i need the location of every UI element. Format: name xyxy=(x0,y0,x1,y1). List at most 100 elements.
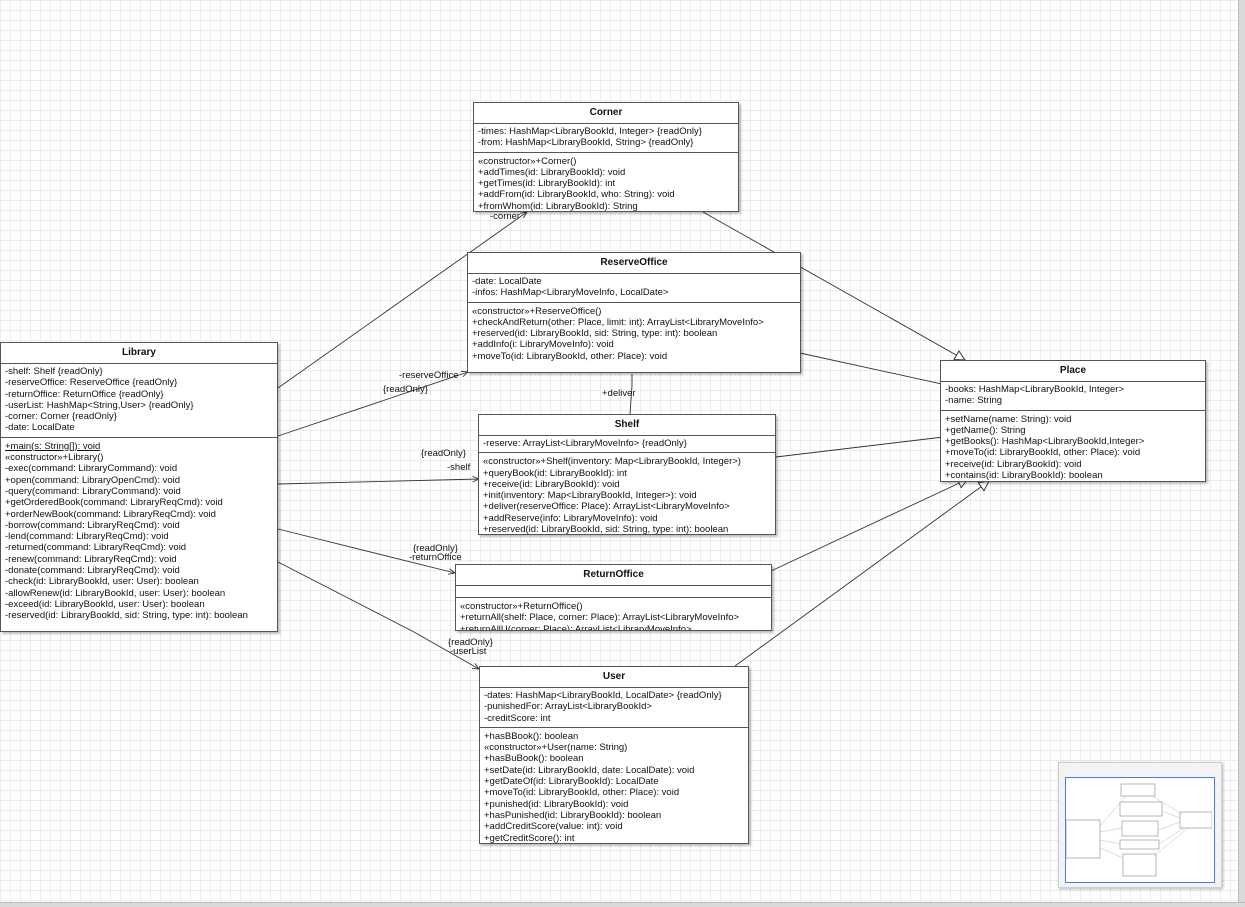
assoc-library-reserveoffice[interactable] xyxy=(277,372,468,437)
assoc-library-returnoffice[interactable] xyxy=(277,528,455,573)
vertical-scrollbar[interactable] xyxy=(1238,0,1245,906)
class-operation: +init(inventory: Map<LibraryBookId, Inte… xyxy=(483,490,697,502)
class-operation: «constructor»+Shelf(inventory: Map<Libra… xyxy=(483,456,741,468)
class-operation: +addFrom(id: LibraryBookId, who: String)… xyxy=(478,189,675,201)
label-deliver: +deliver xyxy=(602,388,636,399)
label-userlist-readonly: {readOnly} xyxy=(448,637,493,648)
assoc-shelf-reserveoffice[interactable] xyxy=(629,374,633,415)
assoc-library-corner[interactable] xyxy=(277,212,527,389)
class-corner[interactable]: Corner -times: HashMap<LibraryBookId, In… xyxy=(473,102,739,212)
gen-shelf-place[interactable] xyxy=(775,435,960,458)
label-corner-role: -corner xyxy=(490,211,521,222)
class-operation: +orderNewBook(command: LibraryReqCmd): v… xyxy=(5,508,216,520)
class-operation: «constructor»+User(name: String) xyxy=(484,742,628,754)
label-userlist-role: -userList xyxy=(450,646,487,657)
class-shelf-name: Shelf xyxy=(479,415,775,436)
class-library[interactable]: Library -shelf: Shelf {readOnly}-reserve… xyxy=(0,342,278,632)
class-reserve-office-operations: «constructor»+ReserveOffice()+checkAndRe… xyxy=(468,303,800,364)
class-operation: +contains(id: LibraryBookId): boolean xyxy=(945,470,1103,482)
label-shelf-readonly: {readOnly} xyxy=(421,448,466,459)
class-return-office[interactable]: ReturnOffice «constructor»+ReturnOffice(… xyxy=(455,564,772,631)
class-user[interactable]: User -dates: HashMap<LibraryBookId, Loca… xyxy=(479,666,749,844)
class-attribute: -corner: Corner {readOnly} xyxy=(5,411,117,423)
class-attribute: -infos: HashMap<LibraryMoveInfo, LocalDa… xyxy=(472,287,669,299)
class-operation: +moveTo(id: LibraryBookId, other: Place)… xyxy=(484,787,680,799)
class-corner-operations: «constructor»+Corner()+addTimes(id: Libr… xyxy=(474,153,738,212)
class-operation: +getTimes(id: LibraryBookId): int xyxy=(478,178,616,190)
class-place-name: Place xyxy=(941,361,1205,382)
gen-reserveoffice-place[interactable] xyxy=(799,352,960,388)
class-attribute: -returnOffice: ReturnOffice {readOnly} xyxy=(5,388,164,400)
class-operation: +addReserve(info: LibraryMoveInfo): void xyxy=(483,512,658,524)
class-attribute: -name: String xyxy=(945,395,1003,407)
class-operation: -reserved(id: LibraryBookId, sid: String… xyxy=(5,610,248,622)
class-operation: -donate(command: LibraryReqCmd): void xyxy=(5,565,180,577)
class-operation: +hasBBook(): boolean xyxy=(484,730,579,742)
gen-user-place[interactable] xyxy=(734,481,989,667)
class-operation: +getDateOf(id: LibraryBookId): LocalDate xyxy=(484,776,659,788)
class-operation: +reserved(id: LibraryBookId, sid: String… xyxy=(472,328,718,340)
class-attribute: -dates: HashMap<LibraryBookId, LocalDate… xyxy=(484,690,722,701)
class-operation: +checkAndReturn(other: Place, limit: int… xyxy=(472,316,764,328)
class-attribute: -times: HashMap<LibraryBookId, Integer> … xyxy=(478,126,702,137)
class-library-static-operation: +main(s: String[]): void xyxy=(5,440,101,452)
label-reserveoffice-readonly: {readOnly} xyxy=(383,384,428,395)
class-operation: -returned(command: LibraryReqCmd): void xyxy=(5,542,187,554)
class-operation: -allowRenew(id: LibraryBookId, user: Use… xyxy=(5,587,226,599)
class-shelf[interactable]: Shelf -reserve: ArrayList<LibraryMoveInf… xyxy=(478,414,776,535)
class-operation: -check(id: LibraryBookId, user: User): b… xyxy=(5,576,199,588)
label-returnoffice-readonly: {readOnly} xyxy=(413,543,458,554)
class-place-attributes: -books: HashMap<LibraryBookId, Integer>-… xyxy=(941,382,1205,411)
class-attribute: -reserveOffice: ReserveOffice {readOnly} xyxy=(5,377,178,389)
class-operation: «constructor»+Library() xyxy=(5,452,104,464)
horizontal-scrollbar[interactable] xyxy=(0,902,1245,907)
gen-corner-place[interactable] xyxy=(702,211,965,360)
class-operation: +receive(id: LibraryBookId): void xyxy=(483,478,620,490)
class-operation: +setDate(id: LibraryBookId, date: LocalD… xyxy=(484,764,695,776)
class-operation: +punished(id: LibraryBookId): void xyxy=(484,798,629,810)
class-operation: +hasBuBook(): boolean xyxy=(484,753,584,765)
outline-viewport[interactable] xyxy=(1065,777,1215,883)
class-operation: +returnAllU(corner: Place): ArrayList<Li… xyxy=(460,623,692,631)
assoc-library-shelf[interactable] xyxy=(277,479,479,485)
class-operation: +getOrderedBook(command: LibraryReqCmd):… xyxy=(5,497,223,509)
class-place[interactable]: Place -books: HashMap<LibraryBookId, Int… xyxy=(940,360,1206,482)
class-return-office-attributes xyxy=(456,586,771,598)
class-operation: +hasPunished(id: LibraryBookId): boolean xyxy=(484,809,662,821)
class-reserve-office[interactable]: ReserveOffice -date: LocalDate-infos: Ha… xyxy=(467,252,801,373)
class-operation: +returnAll(shelf: Place, corner: Place):… xyxy=(460,612,740,624)
class-operation: +getName(): String xyxy=(945,424,1026,436)
class-library-attributes: -shelf: Shelf {readOnly}-reserveOffice: … xyxy=(1,364,277,438)
class-attribute: -creditScore: int xyxy=(484,712,551,724)
class-operation: -borrow(command: LibraryReqCmd): void xyxy=(5,519,180,531)
class-operation: +addCreditScore(value: int): void xyxy=(484,821,623,833)
class-operation: +getBooks(): HashMap<LibraryBookId,Integ… xyxy=(945,436,1145,448)
class-attribute: -reserve: ArrayList<LibraryMoveInfo> {re… xyxy=(483,438,687,449)
class-attribute: -from: HashMap<LibraryBookId, String> {r… xyxy=(478,137,694,149)
class-attribute: -userList: HashMap<String,User> {readOnl… xyxy=(5,399,194,411)
class-operation: +receive(id: LibraryBookId): void xyxy=(945,458,1082,470)
class-attribute: -books: HashMap<LibraryBookId, Integer> xyxy=(945,384,1125,395)
class-operation: +addTimes(id: LibraryBookId): void xyxy=(478,166,626,178)
class-reserve-office-attributes: -date: LocalDate-infos: HashMap<LibraryM… xyxy=(468,274,800,303)
class-shelf-operations: «constructor»+Shelf(inventory: Map<Libra… xyxy=(479,453,775,534)
class-shelf-attributes: -reserve: ArrayList<LibraryMoveInfo> {re… xyxy=(479,436,775,454)
class-operation: «constructor»+ReserveOffice() xyxy=(472,305,602,317)
class-operation: +getCreditScore(): int xyxy=(484,832,575,844)
class-library-operations: +main(s: String[]): void «constructor»+L… xyxy=(1,438,277,624)
class-operation: +deliver(reserveOffice: Place): ArrayLis… xyxy=(483,501,730,513)
class-operation: -renew(command: LibraryReqCmd): void xyxy=(5,553,177,565)
outline-minimap[interactable] xyxy=(1058,762,1222,888)
assoc-library-user[interactable] xyxy=(277,561,479,669)
class-library-name: Library xyxy=(1,343,277,364)
label-returnoffice-role: -returnOffice xyxy=(409,552,462,563)
class-place-operations: +setName(name: String): void+getName(): … xyxy=(941,411,1205,482)
class-corner-attributes: -times: HashMap<LibraryBookId, Integer> … xyxy=(474,124,738,153)
gen-returnoffice-place[interactable] xyxy=(770,479,968,572)
class-operation: +fromWhom(id: LibraryBookId): String xyxy=(478,200,638,212)
class-operation: -exec(command: LibraryCommand): void xyxy=(5,463,178,475)
label-reserveoffice-role: -reserveOffice xyxy=(399,370,459,381)
class-user-attributes: -dates: HashMap<LibraryBookId, LocalDate… xyxy=(480,688,748,728)
class-user-name: User xyxy=(480,667,748,688)
